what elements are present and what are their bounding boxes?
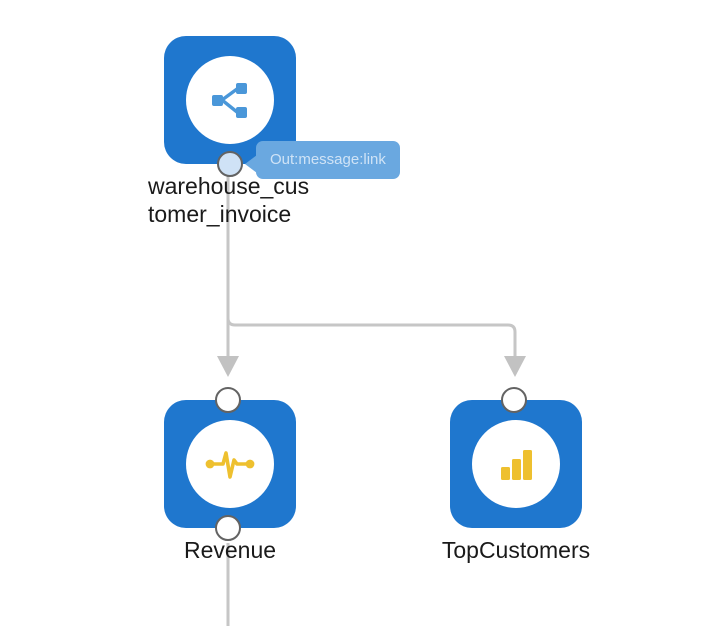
- node-label-revenue: Revenue: [183, 537, 277, 563]
- arrowhead-revenue: [217, 356, 239, 377]
- revenue-output-port[interactable]: [215, 515, 241, 541]
- warehouse-customer-invoice-output-port[interactable]: [217, 151, 243, 177]
- node-body[interactable]: [450, 400, 582, 528]
- node-icon-disc: [186, 420, 274, 508]
- node-icon-disc: [186, 56, 274, 144]
- port-tooltip: Out:message:link: [245, 141, 400, 179]
- node-topcustomers[interactable]: TopCustomers: [442, 387, 590, 563]
- bar-chart-icon: [501, 450, 532, 480]
- topcustomers-input-port[interactable]: [501, 387, 527, 413]
- port-tooltip-text: Out:message:link: [270, 151, 386, 168]
- edge-to-topcustomers: [226, 317, 517, 356]
- node-body[interactable]: [164, 400, 296, 528]
- node-warehouse-customer-invoice[interactable]: warehouse_customer_invoice: [148, 36, 309, 227]
- pulse-icon: [205, 451, 255, 479]
- share-icon: [212, 83, 247, 118]
- node-body[interactable]: [164, 36, 296, 164]
- node-label-topcustomers: TopCustomers: [441, 537, 591, 563]
- revenue-input-port[interactable]: [215, 387, 241, 413]
- node-label-warehouse-customer-invoice: warehouse_customer_invoice: [148, 173, 310, 227]
- arrowhead-topcustomers: [504, 356, 526, 377]
- node-revenue[interactable]: Revenue: [164, 387, 296, 563]
- node-icon-disc: [472, 420, 560, 508]
